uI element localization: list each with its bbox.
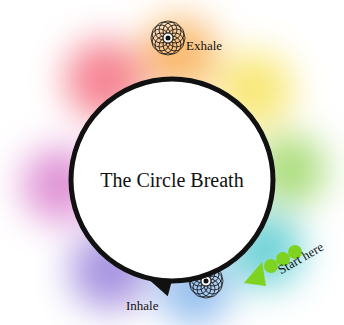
circle-title: The Circle Breath xyxy=(100,169,243,192)
breath-label: Exhale xyxy=(186,38,222,54)
breath-label: Inhale xyxy=(126,298,158,314)
circle-node: The Circle Breath xyxy=(68,76,276,284)
